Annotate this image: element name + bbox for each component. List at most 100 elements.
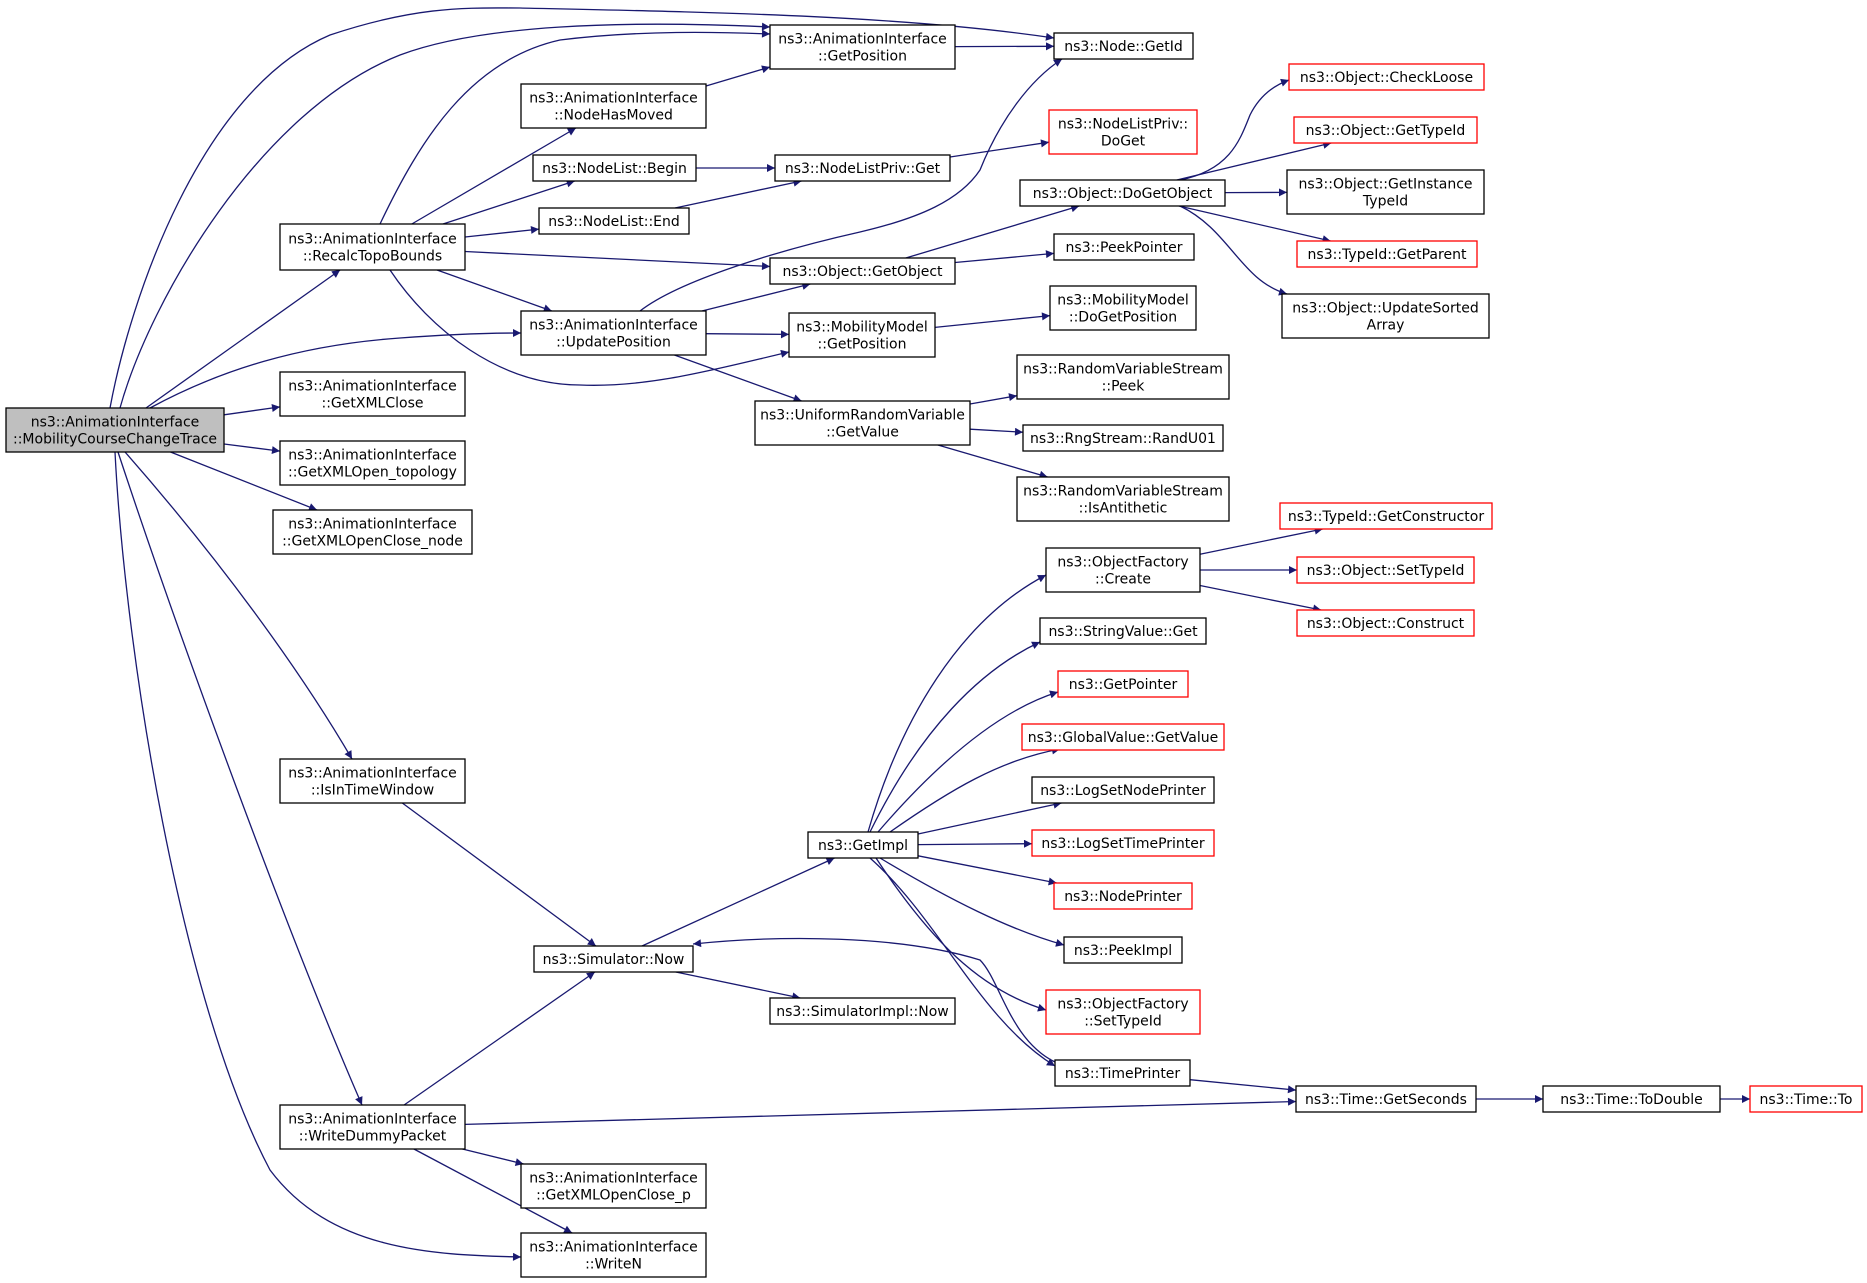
node-box [769,24,956,70]
node-simulator-now[interactable]: ns3::Simulator::Now [533,945,694,973]
node-logsettimeprinter[interactable]: ns3::LogSetTimePrinter [1031,829,1215,857]
edge-getimpl-to-logsetnodeprinter [917,800,1062,835]
node-label: ns3::ObjectFactory [1057,997,1188,1013]
node-object-dogetobject[interactable]: ns3::Object::DoGetObject [1019,179,1226,207]
node-timeprinter[interactable]: ns3::TimePrinter [1054,1059,1191,1087]
node-box [1057,670,1189,698]
node-peekpointer[interactable]: ns3::PeekPointer [1053,233,1195,261]
node-getimpl[interactable]: ns3::GetImpl [807,831,919,859]
node-label: ::WriteDummyPacket [299,1129,447,1145]
node-objectfactory-create[interactable]: ns3::ObjectFactory::Create [1045,547,1201,593]
edge-object-dogetobject-to-typeid-getparent [1178,205,1331,244]
edge-root-to-getxmlclose [223,404,281,416]
node-label: ns3::StringValue::Get [1048,624,1198,640]
node-simulatorimpl-now[interactable]: ns3::SimulatorImpl::Now [769,997,956,1025]
node-box [1296,240,1478,268]
node-label: ns3::AnimationInterface [778,32,947,48]
node-rngstream-randu01[interactable]: ns3::RngStream::RandU01 [1022,424,1224,452]
node-writen[interactable]: ns3::AnimationInterface::WriteN [520,1232,707,1278]
node-label: ::Create [1095,572,1151,588]
node-root[interactable]: ns3::AnimationInterface::MobilityCourseC… [5,407,225,453]
node-object-gettypeid[interactable]: ns3::Object::GetTypeId [1293,116,1478,144]
node-object-settypeid[interactable]: ns3::Object::SetTypeId [1296,556,1475,584]
node-object-construct[interactable]: ns3::Object::Construct [1296,609,1475,637]
node-label: ns3::AnimationInterface [288,766,457,782]
node-typeid-getparent[interactable]: ns3::TypeId::GetParent [1296,240,1478,268]
node-box [1542,1085,1721,1113]
node-label: ns3::LogSetTimePrinter [1041,836,1205,852]
node-rvs-peek[interactable]: ns3::RandomVariableStream::Peek [1016,354,1230,400]
node-label: ns3::AnimationInterface [288,232,457,248]
node-time-to[interactable]: ns3::Time::To [1749,1085,1863,1113]
node-box [533,945,694,973]
node-label: ns3::PeekImpl [1074,943,1172,959]
node-getxmlopen-topology[interactable]: ns3::AnimationInterface::GetXMLOpen_topo… [279,440,466,486]
node-nodelistpriv-get[interactable]: ns3::NodeListPriv::Get [774,154,951,182]
node-label: ns3::UniformRandomVariable [760,408,965,424]
node-box [279,371,466,417]
node-box [1021,723,1225,751]
node-box [1019,179,1226,207]
node-updateposition[interactable]: ns3::AnimationInterface::UpdatePosition [520,310,707,356]
node-uniform-getvalue[interactable]: ns3::UniformRandomVariable::GetValue [754,400,971,446]
node-globalvalue-getvalue[interactable]: ns3::GlobalValue::GetValue [1021,723,1225,751]
node-box [1031,829,1215,857]
edge-recalc-to-mm-getposition [389,269,790,386]
node-isintimewindow[interactable]: ns3::AnimationInterface::IsInTimeWindow [279,758,466,804]
node-label: ::UpdatePosition [556,335,671,351]
node-rvs-isantithetic[interactable]: ns3::RandomVariableStream::IsAntithetic [1016,476,1230,522]
node-mm-getposition[interactable]: ns3::MobilityModel::GetPosition [788,312,936,358]
node-ai-getposition[interactable]: ns3::AnimationInterface::GetPosition [769,24,956,70]
node-label: ns3::Time::To [1760,1092,1853,1108]
node-nodelistpriv-doget[interactable]: ns3::NodeListPriv::DoGet [1048,109,1198,155]
node-box [532,154,697,182]
node-writedummypacket[interactable]: ns3::AnimationInterface::WriteDummyPacke… [279,1104,466,1150]
node-nodelist-end[interactable]: ns3::NodeList::End [538,207,690,235]
node-nodelist-begin[interactable]: ns3::NodeList::Begin [532,154,697,182]
node-getpointer[interactable]: ns3::GetPointer [1057,670,1189,698]
node-label: ::Peek [1102,379,1146,395]
edge-root-to-recalc [145,269,341,409]
edge-nodelistpriv-get-to-nodelistpriv-doget [949,139,1050,158]
node-label: ns3::Time::ToDouble [1560,1092,1703,1108]
node-objectfactory-settypeid[interactable]: ns3::ObjectFactory::SetTypeId [1045,989,1201,1035]
node-getxmlopenclose-p[interactable]: ns3::AnimationInterface::GetXMLOpenClose… [520,1163,707,1209]
node-label: ::GetXMLOpen_topology [288,465,457,481]
node-time-getseconds[interactable]: ns3::Time::GetSeconds [1295,1085,1477,1113]
edge-writedummypacket-to-writen [413,1148,573,1234]
edge-recalc-to-object-getobject [464,250,771,271]
node-mm-dogetposition[interactable]: ns3::MobilityModel::DoGetPosition [1049,285,1197,331]
edge-uniform-getvalue-to-rvs-peek [969,393,1018,405]
node-label: ::GetValue [826,425,899,441]
edge-getimpl-to-stringvalue-get [869,641,1041,833]
node-object-checkloose[interactable]: ns3::Object::CheckLoose [1288,63,1485,91]
node-typeid-getconstructor[interactable]: ns3::TypeId::GetConstructor [1279,502,1493,530]
node-label: ns3::TypeId::GetConstructor [1288,509,1484,525]
node-nodeprinter[interactable]: ns3::NodePrinter [1053,882,1193,910]
node-box [1293,116,1478,144]
node-label: ns3::Object::DoGetObject [1033,186,1213,202]
node-label: ns3::AnimationInterface [529,1171,698,1187]
node-getxmlopenclose-node[interactable]: ns3::AnimationInterface::GetXMLOpenClose… [272,509,473,555]
node-box [1053,882,1193,910]
node-stringvalue-get[interactable]: ns3::StringValue::Get [1039,617,1207,645]
node-recalc[interactable]: ns3::AnimationInterface::RecalcTopoBound… [279,223,466,271]
node-peekimpl[interactable]: ns3::PeekImpl [1063,936,1183,964]
node-box [1053,233,1195,261]
edge-mm-getposition-to-mm-dogetposition [934,312,1051,329]
node-logsetnodeprinter[interactable]: ns3::LogSetNodePrinter [1031,776,1215,804]
node-label: ns3::TypeId::GetParent [1308,247,1467,263]
node-getxmlclose[interactable]: ns3::AnimationInterface::GetXMLClose [279,371,466,417]
node-nodehasmoved[interactable]: ns3::AnimationInterface::NodeHasMoved [520,83,707,129]
nodes: ns3::AnimationInterface::MobilityCourseC… [5,24,1863,1278]
node-label: ns3::Object::GetInstance [1298,177,1472,193]
node-label: ::MobilityCourseChangeTrace [13,432,217,448]
node-time-todouble[interactable]: ns3::Time::ToDouble [1542,1085,1721,1113]
node-object-getobject[interactable]: ns3::Object::GetObject [769,257,956,285]
edge-root-to-getxmlopenclose-node [170,451,318,511]
edge-recalc-to-nodelist-begin [442,179,575,225]
node-node-getid[interactable]: ns3::Node::GetId [1053,32,1194,60]
edge-recalc-to-updateposition [436,269,553,313]
